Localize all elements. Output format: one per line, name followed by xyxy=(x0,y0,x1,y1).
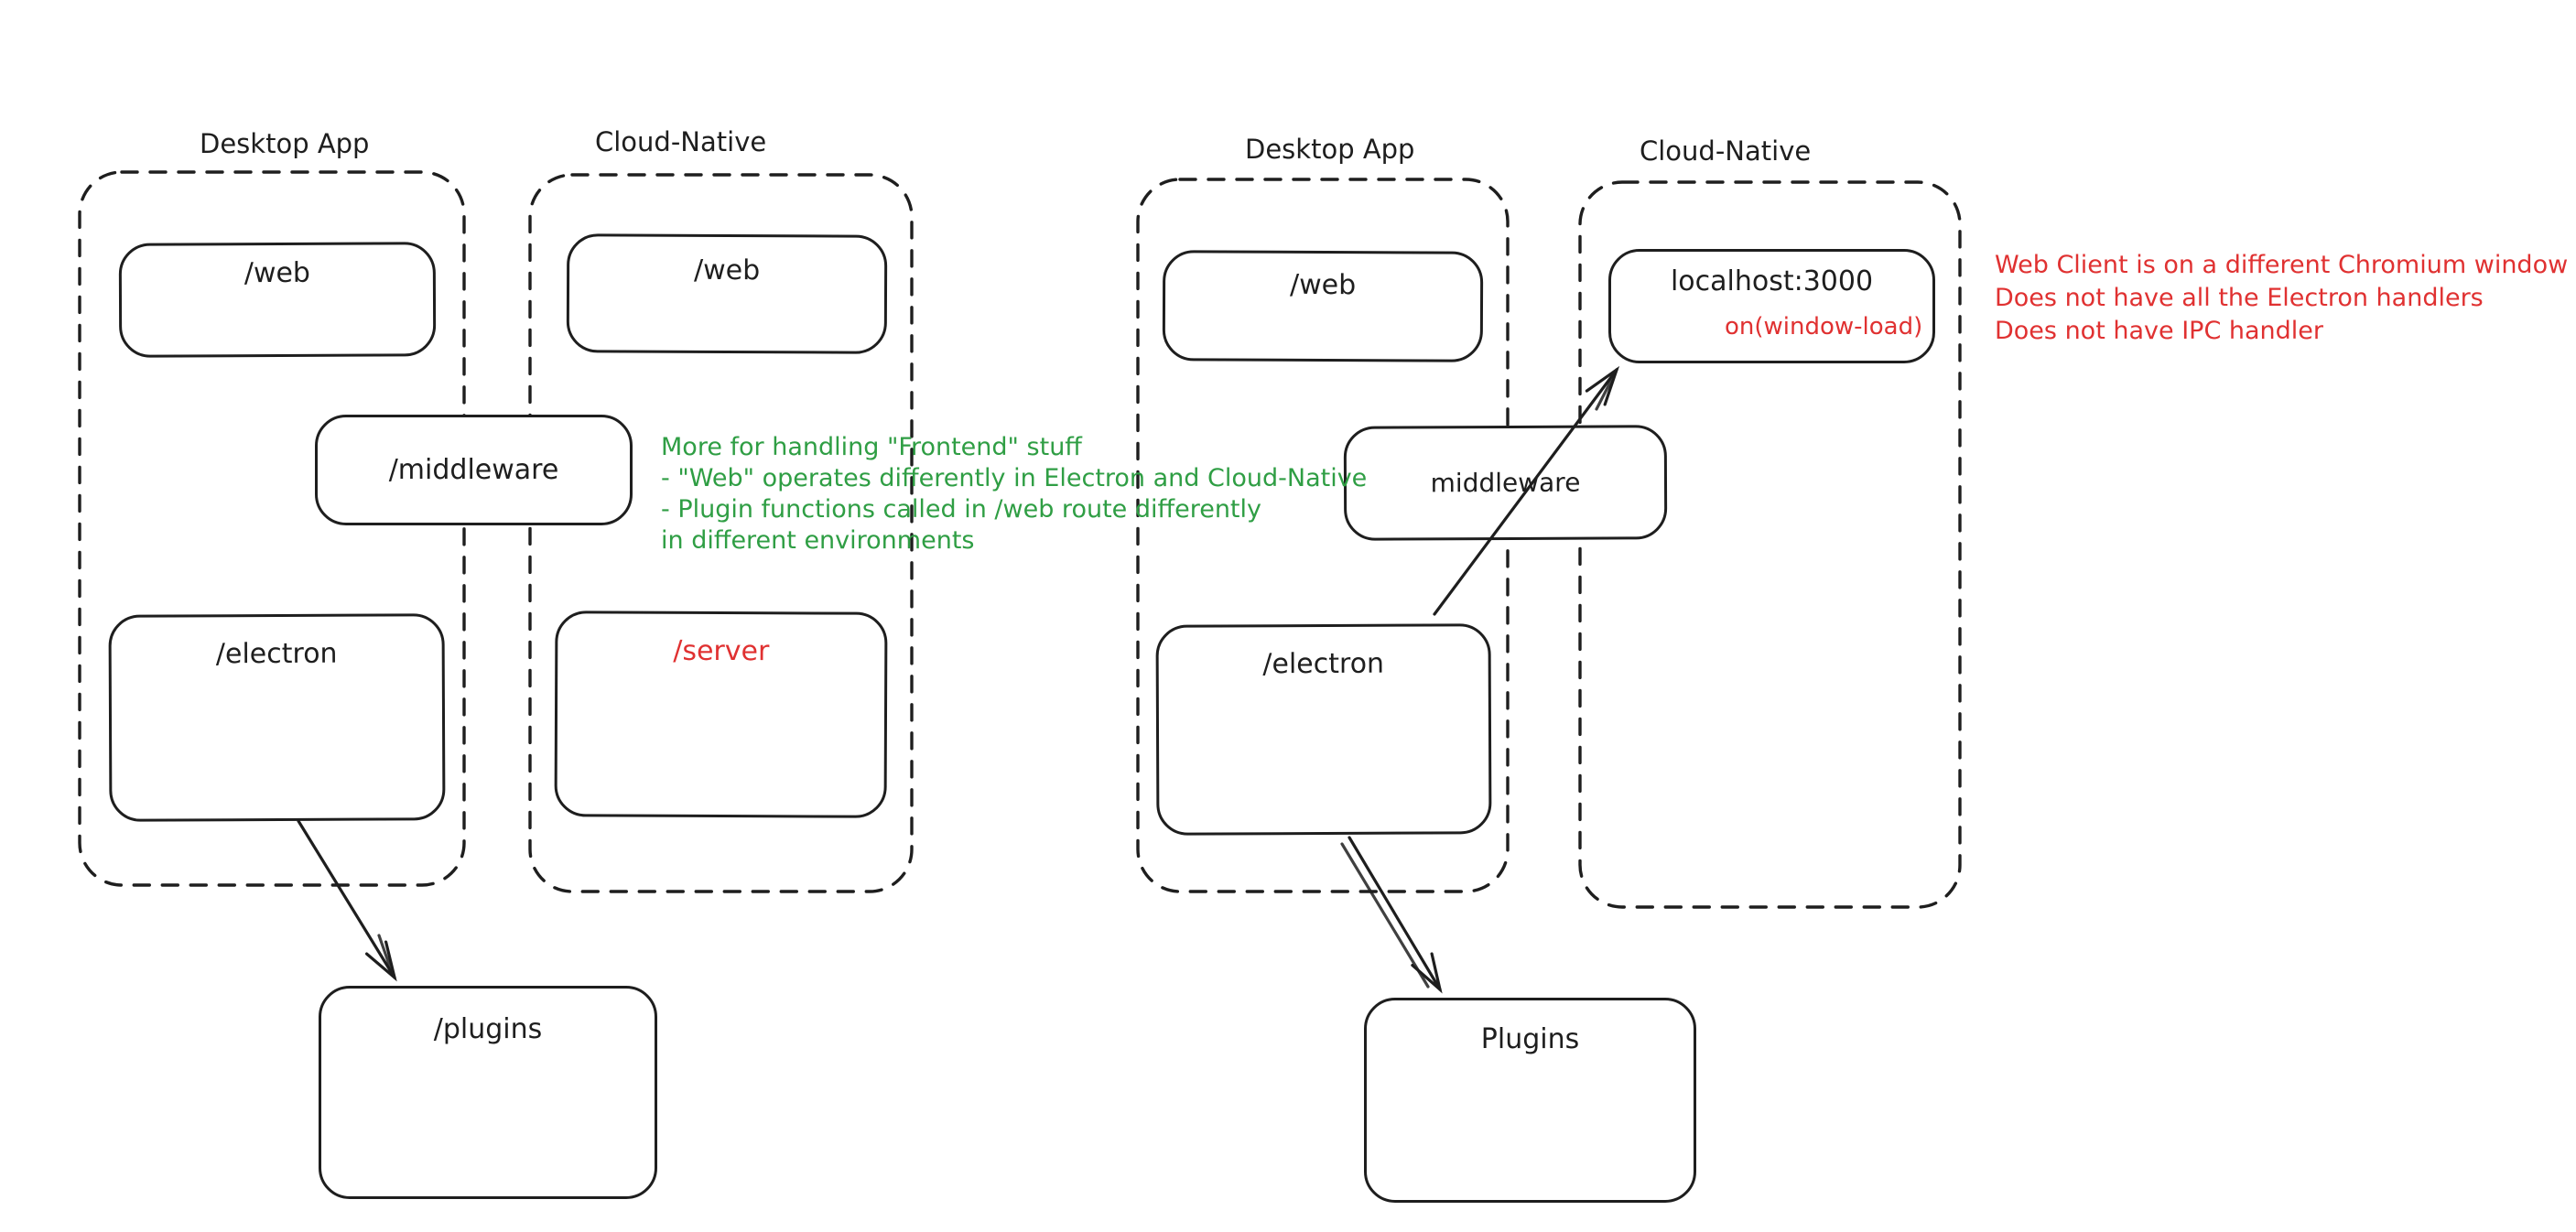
node-plugins-left[interactable]: /plugins xyxy=(319,986,657,1199)
node-plugins-right[interactable]: Plugins xyxy=(1364,998,1696,1203)
note-frontend-green-line-4: in different environments xyxy=(661,526,975,555)
node-web-right-label: /web xyxy=(1289,268,1357,302)
node-electron-right-label: /electron xyxy=(1262,647,1385,681)
group-label-cloud-native-left[interactable]: Cloud-Native xyxy=(595,126,767,157)
arrow-electron-to-plugins-left[interactable] xyxy=(297,819,397,982)
node-plugins-left-label: /plugins xyxy=(433,1013,543,1045)
window-load-annotation: on(window-load) xyxy=(1725,313,1923,340)
node-web-desktop-left-label: /web xyxy=(244,256,311,290)
note-frontend-green-line-3: - Plugin functions called in /web route … xyxy=(661,495,1262,524)
note-frontend-green[interactable]: More for handling "Frontend" stuff - "We… xyxy=(661,432,1367,557)
note-webclient-red[interactable]: Web Client is on a different Chromium wi… xyxy=(1995,249,2568,348)
group-label-cloud-native-right[interactable]: Cloud-Native xyxy=(1640,135,1812,167)
arrow-electron-to-plugins-right[interactable] xyxy=(1340,836,1443,994)
node-middleware-left-label: /middleware xyxy=(388,453,559,486)
node-plugins-right-label: Plugins xyxy=(1480,1023,1580,1055)
node-web-cloud-left[interactable]: /web xyxy=(566,233,888,354)
note-frontend-green-line-1: More for handling "Frontend" stuff xyxy=(661,433,1082,461)
note-webclient-red-line-1: Web Client is on a different Chromium wi… xyxy=(1995,251,2569,279)
node-web-right[interactable]: /web xyxy=(1162,250,1484,362)
note-webclient-red-line-3: Does not have IPC handler xyxy=(1995,317,2324,345)
node-localhost-3000-label: localhost:3000 xyxy=(1670,265,1874,297)
group-label-desktop-app-left[interactable]: Desktop App xyxy=(200,128,370,159)
node-electron-right[interactable]: /electron xyxy=(1155,623,1492,836)
note-frontend-green-line-2: - "Web" operates differently in Electron… xyxy=(661,464,1368,492)
node-electron-left-label: /electron xyxy=(215,637,338,671)
node-server-left-label: /server xyxy=(673,634,770,668)
node-web-cloud-left-label: /web xyxy=(693,254,761,287)
node-middleware-right[interactable]: middleware xyxy=(1343,425,1668,541)
note-webclient-red-line-2: Does not have all the Electron handlers xyxy=(1995,284,2484,312)
node-web-desktop-left[interactable]: /web xyxy=(118,242,437,358)
node-localhost-3000[interactable]: localhost:3000 xyxy=(1608,249,1935,363)
node-server-left[interactable]: /server xyxy=(554,611,888,818)
node-middleware-left[interactable]: /middleware xyxy=(315,415,633,525)
group-label-desktop-app-right[interactable]: Desktop App xyxy=(1245,134,1415,165)
node-middleware-right-label: middleware xyxy=(1430,467,1581,499)
node-electron-left[interactable]: /electron xyxy=(108,613,446,822)
